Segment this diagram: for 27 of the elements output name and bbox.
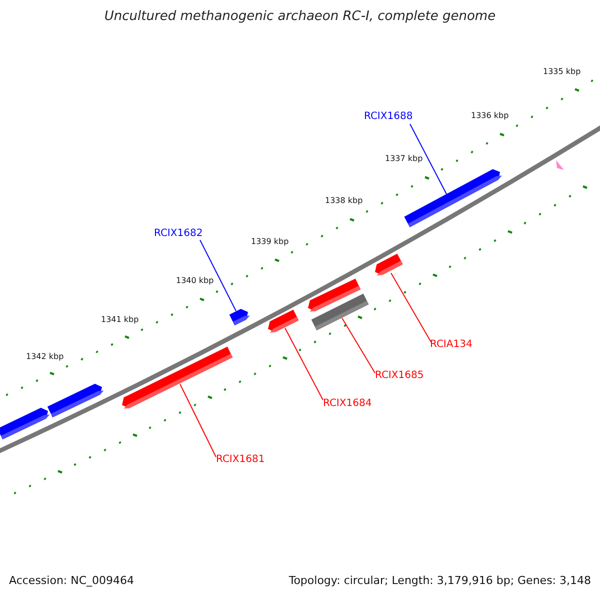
scale-label: 1336 kbp bbox=[471, 112, 509, 121]
gene-label: RCIX1688 bbox=[364, 111, 413, 122]
leader-line bbox=[284, 328, 324, 400]
gene-bar bbox=[375, 254, 403, 276]
gene-label: RCIX1682 bbox=[154, 228, 203, 239]
title: Uncultured methanogenic archaeon RC-I, complete genome bbox=[103, 10, 497, 24]
leader-line bbox=[410, 124, 448, 196]
gene-bar bbox=[311, 294, 369, 330]
gene-bar bbox=[268, 310, 299, 333]
gene-label: RCIX1684 bbox=[323, 398, 372, 409]
scale-label: 1338 kbp bbox=[325, 197, 363, 206]
gene-bar bbox=[0, 408, 50, 440]
leader-line bbox=[200, 240, 236, 312]
leader-line bbox=[390, 272, 432, 342]
gene-bar bbox=[47, 384, 104, 418]
scale-label: 1339 kbp bbox=[251, 238, 289, 247]
gene-label: RCIA134 bbox=[430, 339, 472, 350]
scale-label: 1335 kbp bbox=[543, 68, 581, 77]
gene-label: RCIX1681 bbox=[216, 454, 265, 465]
genome-summary: Topology: circular; Length: 3,179,916 bp; Genes: 3,148 bbox=[288, 575, 591, 588]
gene-bar bbox=[122, 346, 233, 409]
leader-line bbox=[342, 318, 376, 374]
gene-label: RCIX1685 bbox=[375, 370, 424, 381]
leader-line bbox=[180, 384, 216, 458]
gene-bar bbox=[404, 169, 502, 228]
accession-text: Accession: NC_009464 bbox=[9, 575, 134, 588]
gene-bar bbox=[229, 308, 250, 326]
